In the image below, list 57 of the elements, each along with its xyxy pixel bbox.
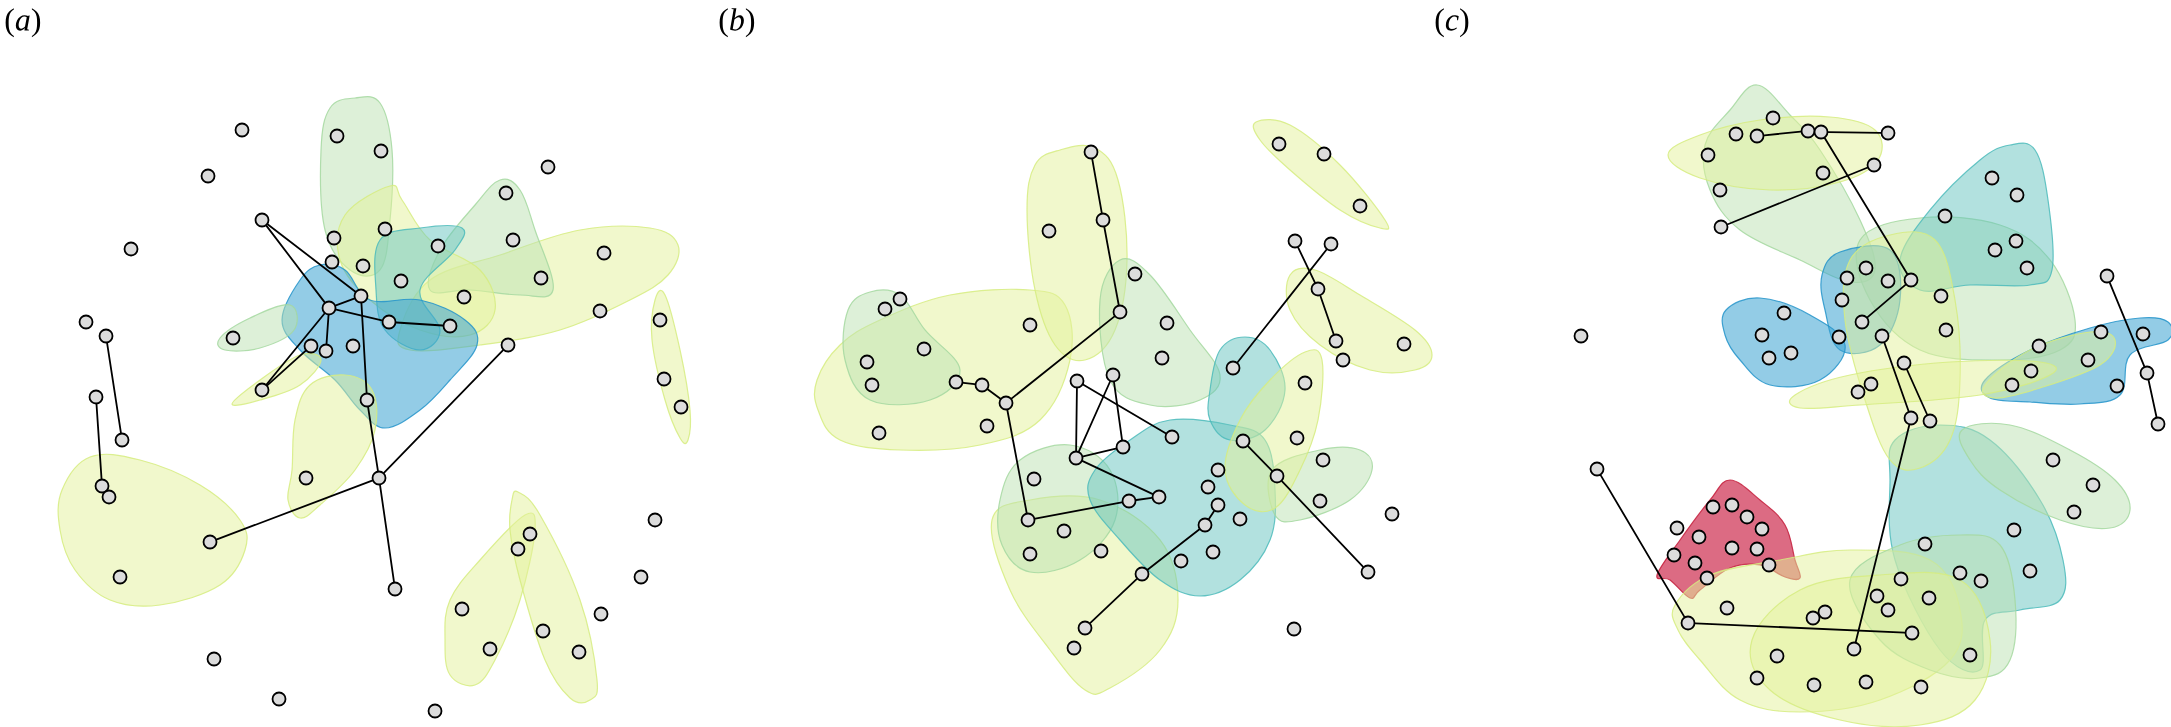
edge-line [395, 321, 444, 327]
edge-line [1247, 445, 1273, 472]
edge-line [1146, 528, 1201, 571]
vertex-circle [2139, 365, 2155, 381]
edge-line [1081, 460, 1154, 495]
panel-label: (b) [719, 8, 755, 38]
edge-line [1883, 342, 1910, 412]
edge-line [1091, 158, 1103, 214]
panel-label: (c) [1435, 8, 1469, 38]
edge-line [1763, 130, 1802, 137]
edge-line [335, 308, 383, 322]
edge-line [216, 479, 373, 541]
edge-line [383, 349, 504, 474]
edge-line [1694, 622, 1906, 634]
edge-line [106, 342, 122, 434]
edge-line [335, 297, 355, 307]
edge-line [1297, 246, 1316, 284]
edge-line [379, 484, 395, 583]
edge-line [1236, 248, 1328, 364]
edge-line [265, 312, 326, 386]
edge-line [1319, 295, 1335, 335]
edge-line [1034, 501, 1123, 520]
edge-line [1006, 409, 1028, 514]
edge-line [1281, 480, 1364, 568]
vertex-circle [427, 703, 443, 719]
edge-line [267, 223, 357, 293]
edge-line [962, 381, 976, 386]
edge-line [360, 302, 368, 394]
edge-line [2108, 281, 2146, 368]
edge-line [266, 350, 307, 386]
edge-line [1082, 447, 1117, 458]
edge-line [1854, 424, 1911, 643]
vertex-circle [2135, 326, 2151, 342]
edge-line [95, 403, 103, 480]
edge-line [1010, 315, 1116, 400]
edge-line [1082, 383, 1167, 435]
edge-line [1823, 137, 1909, 275]
edge-line [987, 388, 1001, 400]
edge-line [1075, 387, 1078, 452]
edge-line [1089, 578, 1138, 624]
edge-line [325, 314, 330, 345]
edge-line [1726, 166, 1869, 226]
edge-line [2147, 379, 2158, 418]
edge-line [1599, 474, 1686, 618]
edge-line [1906, 368, 1928, 416]
edge-line [1827, 131, 1882, 134]
edge-line [1078, 380, 1111, 453]
edge-line [1208, 510, 1215, 520]
vertex-circle [271, 691, 287, 707]
edge-line [1103, 226, 1120, 306]
edge-line [367, 406, 379, 472]
edge-line [265, 225, 326, 303]
vertex-circle [2150, 416, 2166, 432]
edge-line [1135, 497, 1153, 501]
edge-line [1113, 381, 1123, 441]
panel-label: (a) [5, 8, 41, 38]
edge-line [1866, 283, 1907, 319]
